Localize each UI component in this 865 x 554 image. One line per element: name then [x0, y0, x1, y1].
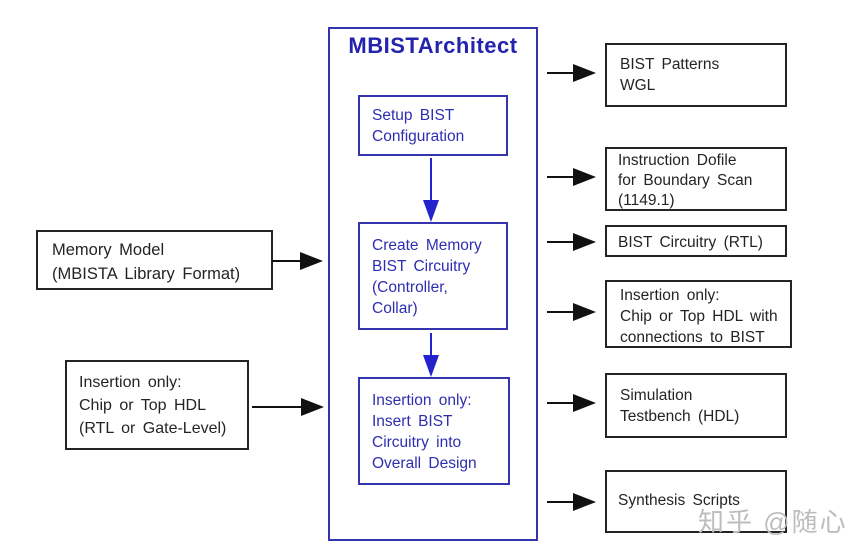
- right-arrow-icon: [301, 398, 324, 416]
- right-arrow-icon: [573, 303, 596, 321]
- right-arrow-icon: [547, 501, 574, 503]
- zhihu-watermark: 知乎 @随心: [698, 507, 848, 537]
- input-memory-model: Memory Model (MBISTA Library Format): [36, 230, 273, 290]
- right-arrow-icon: [573, 64, 596, 82]
- down-arrow-icon: [430, 333, 432, 356]
- step-insert-bist-circuitry: Insertion only: Insert BIST Circuitry in…: [358, 377, 510, 485]
- right-arrow-icon: [547, 241, 574, 243]
- diagram-title: MBISTArchitect: [348, 33, 518, 58]
- right-arrow-icon: [573, 233, 596, 251]
- right-arrow-icon: [547, 311, 574, 313]
- output-simulation-testbench: Simulation Testbench (HDL): [605, 373, 787, 438]
- right-arrow-icon: [300, 252, 323, 270]
- right-arrow-icon: [547, 176, 574, 178]
- right-arrow-icon: [252, 406, 302, 408]
- right-arrow-icon: [573, 493, 596, 511]
- right-arrow-icon: [272, 260, 300, 262]
- down-arrow-icon: [423, 355, 439, 377]
- step-create-memory-bist-circuitry: Create Memory BIST Circuitry (Controller…: [358, 222, 508, 330]
- input-chip-or-top-hdl: Insertion only: Chip or Top HDL (RTL or …: [65, 360, 249, 450]
- right-arrow-icon: [573, 168, 596, 186]
- down-arrow-icon: [430, 158, 432, 201]
- output-bist-circuitry-rtl: BIST Circuitry (RTL): [605, 225, 787, 257]
- down-arrow-icon: [423, 200, 439, 222]
- output-synthesis-scripts: Synthesis Scripts: [605, 470, 787, 533]
- right-arrow-icon: [573, 394, 596, 412]
- right-arrow-icon: [547, 72, 574, 74]
- output-hdl-with-connections: Insertion only: Chip or Top HDL with con…: [605, 280, 792, 348]
- step-setup-bist-configuration: Setup BIST Configuration: [358, 95, 508, 156]
- output-instruction-dofile: Instruction Dofile for Boundary Scan (11…: [605, 147, 787, 211]
- right-arrow-icon: [547, 402, 574, 404]
- output-bist-patterns-wgl: BIST Patterns WGL: [605, 43, 787, 107]
